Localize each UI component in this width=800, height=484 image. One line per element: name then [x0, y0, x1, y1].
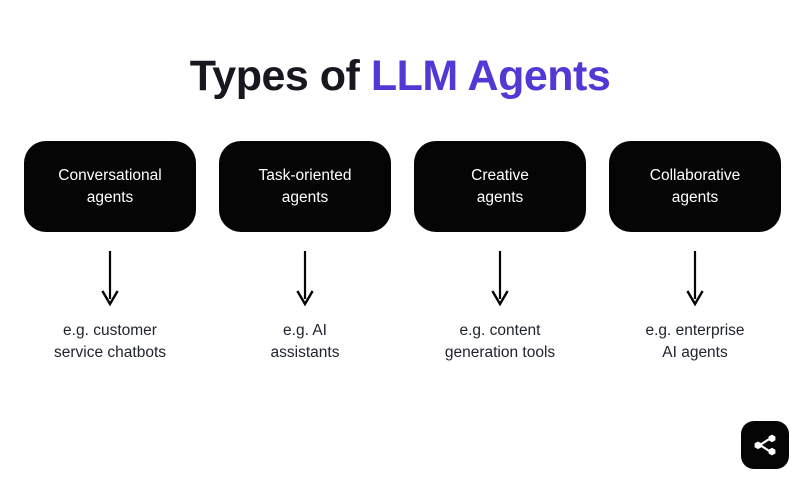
agent-type-example-label: e.g. AI assistants: [270, 322, 340, 361]
agent-type-example-label: e.g. content generation tools: [444, 322, 556, 361]
agent-type-node-label: Task-oriented agents: [258, 166, 352, 206]
agent-type-node-label: Creative agents: [471, 166, 529, 206]
agent-type-column: Collaborative agents e.g. enterprise AI …: [609, 141, 781, 381]
share-button[interactable]: [741, 421, 789, 469]
agent-type-columns: Conversational agents e.g. customer serv…: [24, 141, 781, 381]
agent-type-node-collaborative: Collaborative agents: [609, 141, 781, 232]
page-title-dark-part: Types of: [189, 51, 371, 100]
page-title-accent-part: LLM Agents: [370, 51, 611, 100]
agent-type-example-label: e.g. enterprise AI agents: [645, 322, 745, 361]
agent-type-node-conversational: Conversational agents: [24, 141, 196, 232]
agent-type-node-task-oriented: Task-oriented agents: [219, 141, 391, 232]
agent-type-node-creative: Creative agents: [414, 141, 586, 232]
agent-type-column: Creative agents e.g. content generation …: [414, 141, 586, 381]
share-icon: [754, 434, 776, 456]
agent-type-node-label: Conversational agents: [58, 166, 162, 206]
down-arrow-icon: [101, 251, 119, 307]
page-title: Types of LLM Agents: [0, 51, 800, 100]
agent-type-column: Conversational agents e.g. customer serv…: [24, 141, 196, 381]
down-arrow-icon: [686, 251, 704, 307]
agent-type-column: Task-oriented agents e.g. AI assistants: [219, 141, 391, 381]
down-arrow-icon: [296, 251, 314, 307]
agent-type-example-label: e.g. customer service chatbots: [54, 322, 166, 361]
down-arrow-icon: [491, 251, 509, 307]
agent-type-node-label: Collaborative agents: [649, 166, 741, 206]
